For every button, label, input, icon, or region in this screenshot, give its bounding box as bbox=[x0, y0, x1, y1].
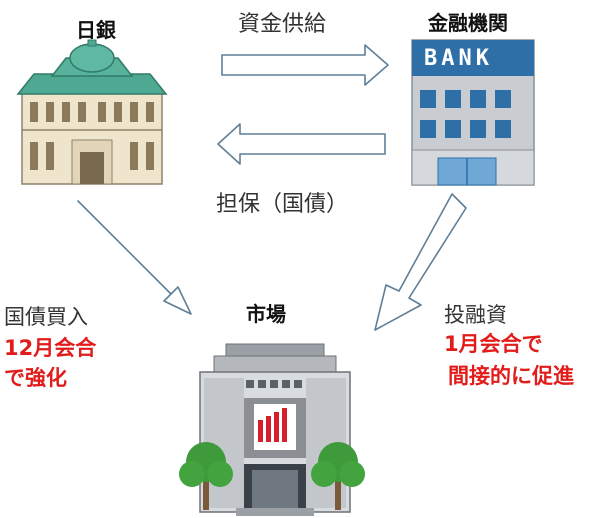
arrow-investment-lending bbox=[374, 193, 467, 331]
jgb-purchase-label: 国債買入 bbox=[4, 305, 88, 329]
boj-label: 日銀 bbox=[76, 18, 116, 42]
tree-right-illustration bbox=[311, 442, 365, 510]
investment-lending-note-line2: 間接的に促進 bbox=[448, 364, 574, 388]
market-building-illustration bbox=[199, 343, 351, 516]
funds-supply-label: 資金供給 bbox=[238, 12, 327, 37]
investment-lending-note-line1: 1月会合で bbox=[444, 332, 543, 356]
tree-left-illustration bbox=[179, 442, 233, 510]
market-label: 市場 bbox=[246, 302, 286, 326]
banks-label: 金融機関 bbox=[428, 11, 508, 35]
bank-sign: BANK bbox=[424, 46, 493, 71]
jgb-purchase-note-line1: 12月会合 bbox=[4, 336, 97, 360]
boj-building-illustration bbox=[16, 39, 168, 185]
arrow-jgb-purchase bbox=[77, 200, 192, 315]
arrow-collateral bbox=[217, 123, 386, 165]
arrow-funds-supply bbox=[221, 44, 389, 86]
jgb-purchase-note-line2: で強化 bbox=[4, 366, 67, 390]
investment-lending-label: 投融資 bbox=[444, 303, 507, 327]
collateral-label: 担保（国債） bbox=[216, 192, 349, 217]
bank-building-illustration bbox=[411, 39, 535, 186]
